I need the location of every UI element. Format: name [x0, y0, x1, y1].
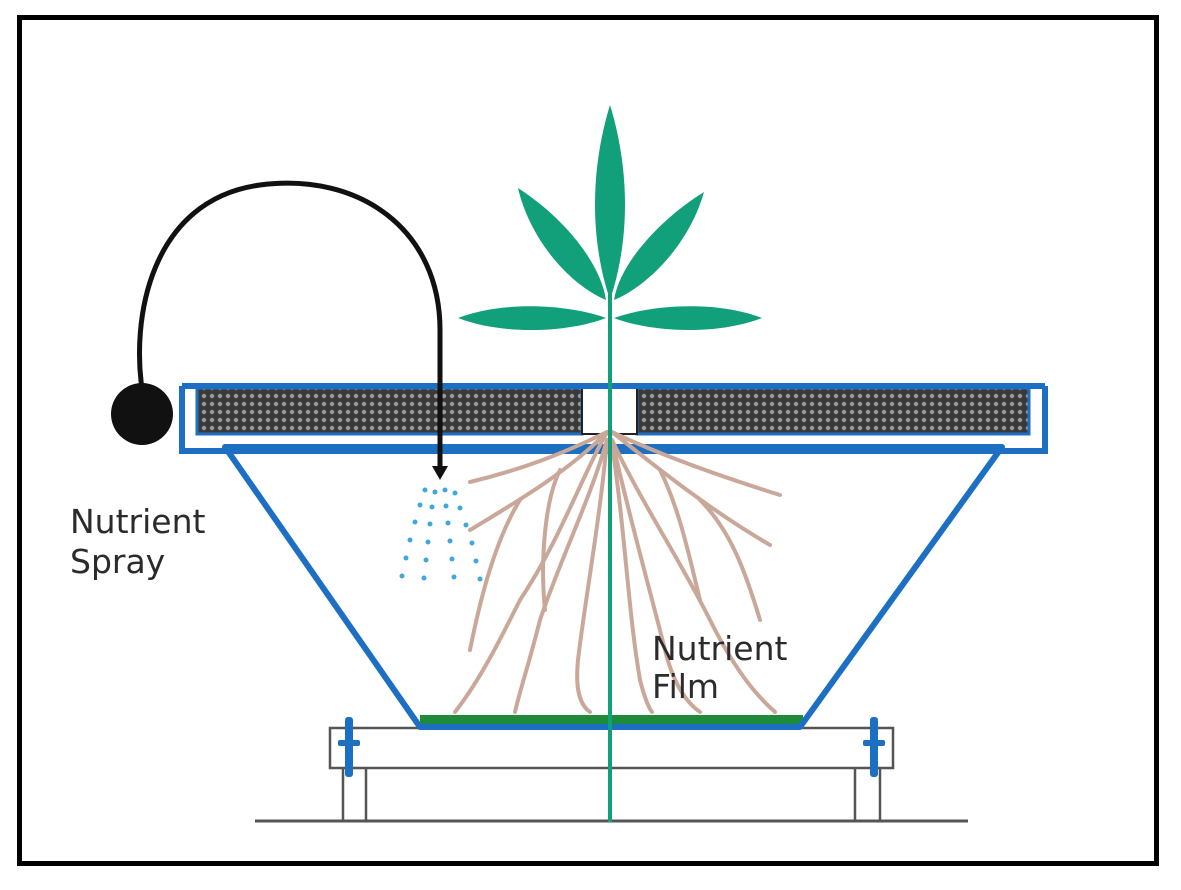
container — [222, 444, 1005, 730]
spray-droplets — [399, 487, 483, 582]
roots — [453, 430, 782, 714]
stand-clamps — [338, 717, 885, 777]
nutrient-spray-label-line2: Spray — [70, 542, 165, 581]
nutrient-tube — [137, 180, 443, 468]
nutrient-film-label-line2: Film — [652, 667, 719, 706]
leaves — [458, 105, 762, 331]
nozzle-icon — [432, 466, 448, 480]
pump-icon — [111, 383, 173, 445]
nutrient-film-label-line1: Nutrient — [652, 629, 787, 668]
nutrient-spray-label-line1: Nutrient — [70, 502, 205, 541]
